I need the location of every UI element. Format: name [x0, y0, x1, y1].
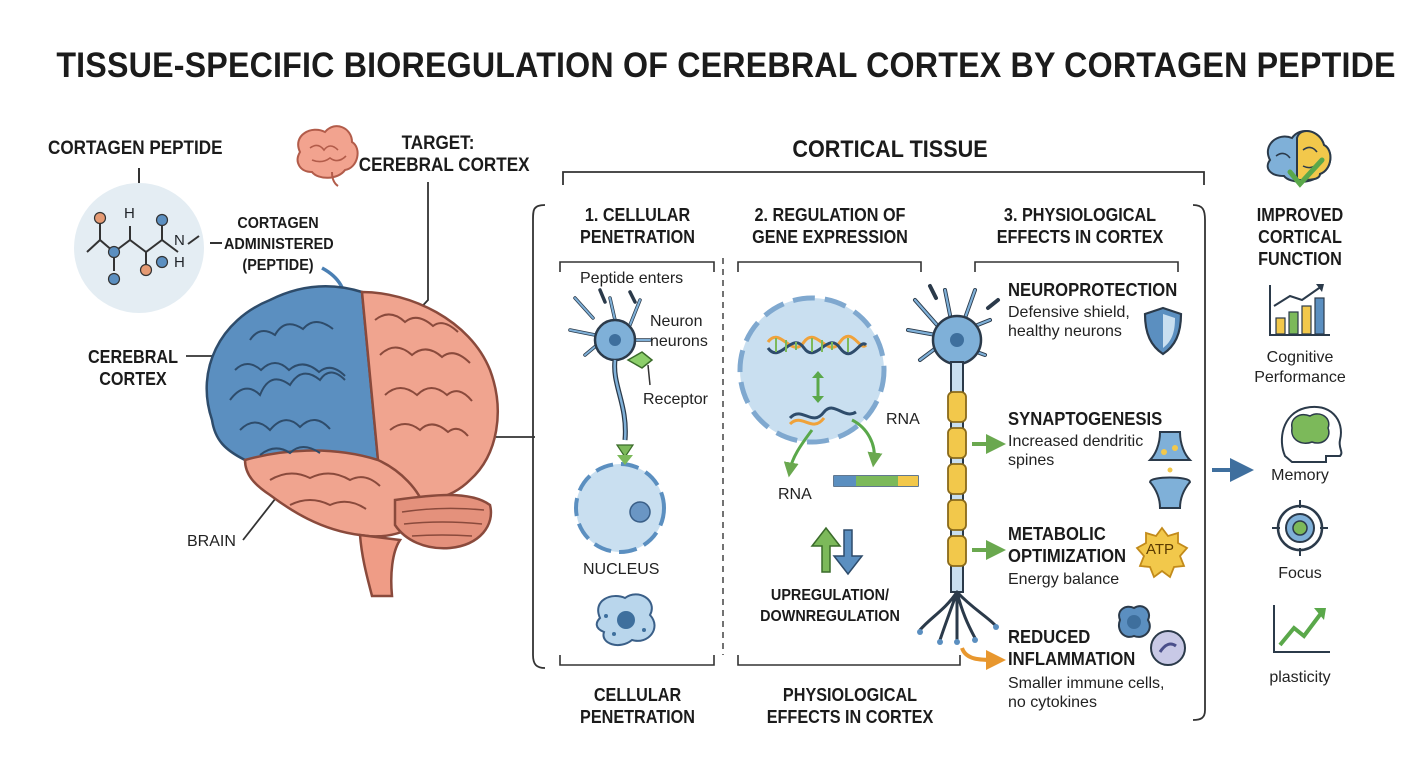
atp-label: ATP: [1146, 541, 1175, 558]
cortical-tissue-heading: CORTICAL TISSUE: [792, 136, 988, 163]
peptide-heading: CORTAGEN PEPTIDE: [48, 138, 223, 159]
outcome-focus: Focus: [1278, 565, 1322, 582]
target-label: TARGET: CEREBRAL CORTEX: [358, 133, 530, 176]
receptor-icon: [626, 351, 654, 369]
brain-illustration: [205, 284, 499, 598]
effect-synaptogenesis-title: SYNAPTOGENESIS: [1008, 408, 1163, 429]
target-focus-icon: [1272, 500, 1328, 556]
brain-label: BRAIN: [187, 533, 236, 550]
effect-metabolic-desc: Energy balance: [1008, 571, 1120, 588]
atom-h-n: H: [174, 254, 185, 271]
outcome-memory: Memory: [1271, 467, 1329, 484]
gene-expression-nucleus-icon: [737, 295, 919, 487]
immune-cell-icon: [595, 593, 656, 647]
brain-small-icon: [296, 125, 359, 187]
panel2-heading: 2. REGULATION OF GENE EXPRESSION: [752, 205, 908, 247]
rna-right-label: RNA: [886, 411, 920, 428]
nucleus-cell-icon: [574, 455, 666, 554]
head-memory-icon: [1280, 405, 1343, 463]
nucleus-label: NUCLEUS: [583, 561, 660, 578]
effect-metabolic-title: METABOLIC OPTIMIZATION: [1008, 523, 1127, 566]
panel3-heading: 3. PHYSIOLOGICAL EFFECTS IN CORTEX: [996, 205, 1164, 247]
panel1-footer: CELLULAR PENETRATION: [580, 685, 695, 727]
cortical-tissue-bracket: [562, 171, 1205, 185]
effect-inflammation-desc: Smaller immune cells, no cytokines: [1008, 675, 1165, 711]
receptor-label: Receptor: [643, 391, 708, 408]
peptide-molecule-icon: [74, 168, 222, 313]
up-down-arrows-icon: [810, 526, 864, 576]
regulation-label: UPREGULATION/ DOWNREGULATION: [760, 587, 900, 625]
effect-neuroprotection-desc: Defensive shield, healthy neurons: [1008, 304, 1130, 340]
neuron-icon-panel1: [568, 288, 654, 459]
panel1-heading: 1. CELLULAR PENETRATION: [580, 205, 695, 247]
rna-left-label: RNA: [778, 486, 812, 503]
atp-icon: [1135, 526, 1189, 579]
effect-synaptogenesis-desc: Increased dendritic spines: [1008, 433, 1144, 469]
bar-chart-growth-icon: [1269, 284, 1330, 336]
neuron-label: Neuron neurons: [650, 313, 708, 350]
effect-neuroprotection-title: NEUROPROTECTION: [1008, 279, 1178, 300]
panel2-footer: PHYSIOLOGICAL EFFECTS IN CORTEX: [766, 685, 934, 727]
reduced-immune-cells-icon: [1118, 605, 1186, 666]
cortex-label: CEREBRAL CORTEX: [87, 347, 178, 389]
plasticity-growth-icon: [1273, 605, 1330, 653]
synapse-icon: [1147, 431, 1193, 509]
long-neuron-icon: [906, 284, 1000, 645]
peptide-enters-label: Peptide enters: [580, 270, 684, 287]
atom-n: N: [174, 232, 185, 249]
shield-icon: [1143, 306, 1183, 356]
brain-check-icon: [1266, 129, 1332, 188]
effect-inflammation-title: REDUCED INFLAMMATION: [1008, 626, 1136, 669]
page-title: TISSUE-SPECIFIC BIOREGULATION OF CEREBRA…: [56, 46, 1396, 85]
right-bracket: [1192, 204, 1206, 721]
administered-label: CORTAGEN ADMINISTERED (PEPTIDE): [224, 215, 334, 274]
outcome-cognitive: Cognitive Performance: [1254, 349, 1346, 386]
outcomes-heading: IMPROVED CORTICAL FUNCTION: [1256, 205, 1344, 269]
atom-h-top: H: [124, 205, 135, 222]
left-bracket: [532, 204, 546, 669]
outcome-plasticity: plasticity: [1269, 669, 1331, 686]
